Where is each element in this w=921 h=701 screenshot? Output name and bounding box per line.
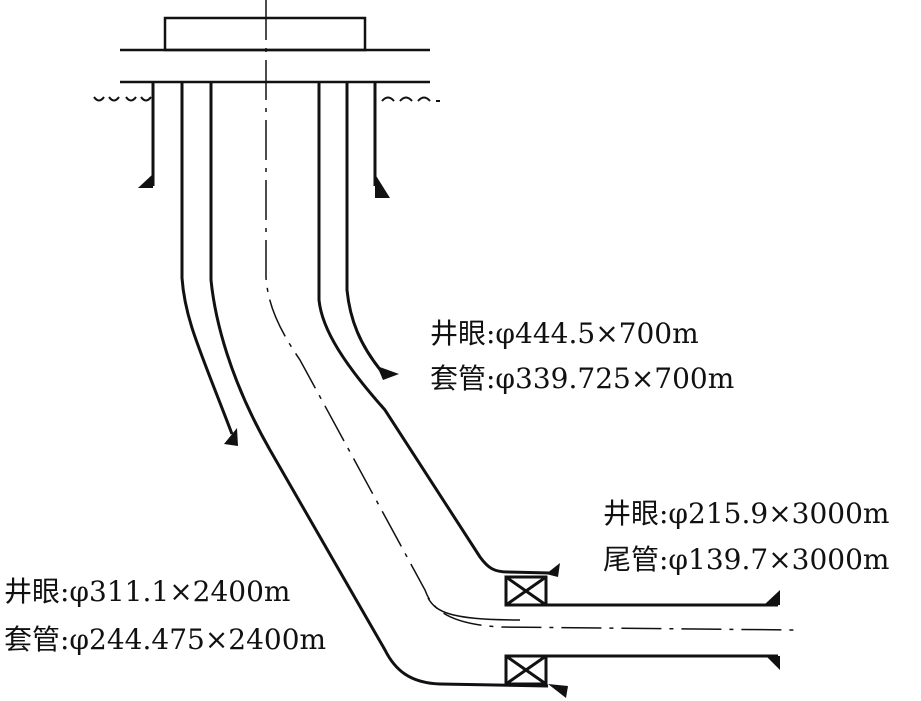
intermediate-shoe-top — [546, 563, 560, 577]
intermediate-casing-right-wall — [317, 82, 551, 575]
label-production-liner: 尾管:φ139.7×3000m — [603, 543, 889, 576]
conductor-pipe — [151, 82, 377, 186]
liner-shoe-lower — [766, 656, 780, 670]
label-intermediate-hole: 井眼:φ311.1×2400m — [4, 575, 290, 608]
surface-casing-left-wall — [180, 82, 234, 435]
intermediate-casing-left-wall — [209, 82, 549, 688]
surface-casing-right-wall — [345, 82, 384, 373]
liner-inner-wall — [427, 597, 521, 621]
intermediate-casing — [209, 82, 551, 688]
label-surface-hole: 井眼:φ444.5×700m — [430, 317, 699, 350]
well-centerline — [265, 0, 796, 631]
liner-shoe-upper — [764, 590, 780, 605]
wellhead — [120, 16, 430, 84]
production-liner — [506, 603, 778, 658]
label-surface-casing: 套管:φ339.725×700m — [430, 362, 734, 395]
surface-casing-shoe-left — [224, 428, 238, 446]
label-production-hole: 井眼:φ215.9×3000m — [603, 497, 889, 530]
intermediate-shoe-bottom — [548, 684, 568, 698]
packer-upper-box — [504, 575, 548, 607]
surface-casing-shoe-right — [377, 366, 399, 380]
label-intermediate-casing: 套管:φ244.475×2400m — [4, 623, 326, 656]
ground-mark-left — [93, 96, 152, 102]
conductor-shoe-left — [138, 174, 153, 188]
packer-upper-cross-b — [505, 575, 547, 607]
packer-lower — [504, 654, 548, 686]
packer-upper — [504, 575, 548, 607]
packer-lower-box — [504, 654, 548, 686]
ground-mark-right — [381, 96, 440, 102]
conductor-shoe-right — [375, 174, 390, 198]
wellhead-block — [163, 16, 367, 52]
ground-surface — [93, 96, 440, 102]
packer-lower-cross-b — [505, 654, 547, 686]
surface-casing — [180, 82, 384, 435]
